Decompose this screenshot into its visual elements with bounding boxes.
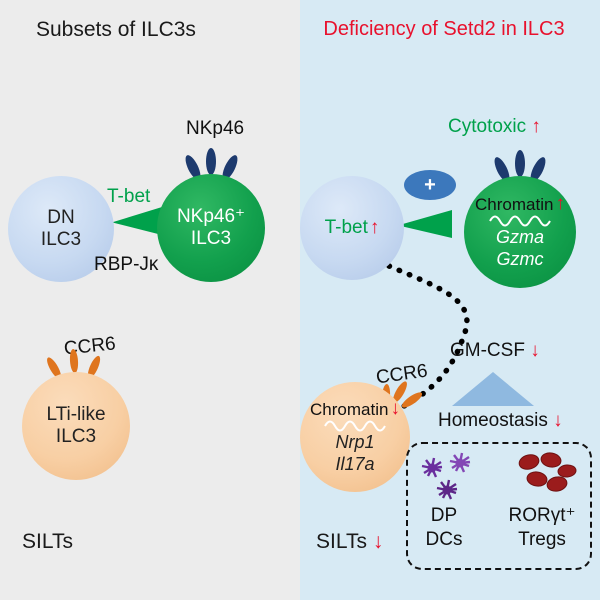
gmcsf-status: GM-CSF ↓: [450, 340, 540, 362]
dn-ilc3-label-line1: DN: [47, 207, 75, 229]
tbet-up-arrow-icon: ↑: [369, 217, 380, 239]
lti-like-ilc3-cell-setd2: Chromatin ↓ Nrp1 Il17a: [300, 382, 410, 492]
cytotoxic-label: Cytotoxic: [448, 116, 527, 137]
gmcsf-label: GM-CSF: [450, 340, 525, 361]
silts-label-right: SILTs: [316, 530, 367, 553]
tbet-label-left: T-bet: [107, 186, 151, 207]
dp-dcs-label-line1: DP: [430, 505, 458, 526]
nkp46-ilc3-label-line1: NKp46⁺: [176, 206, 246, 228]
cytotoxic-up-arrow-icon: ↑: [531, 116, 541, 137]
dp-dcs-label: DP DCs: [416, 504, 472, 552]
rorgt-tregs-label: RORγt⁺ Tregs: [496, 504, 588, 552]
chromatin-wave-icon: [324, 420, 386, 432]
gene-nrp1: Nrp1: [335, 432, 375, 453]
nkp46-ilc3-cell: NKp46⁺ ILC3: [157, 174, 265, 282]
lti-like-ilc3-cell: LTi-like ILC3: [22, 372, 130, 480]
rorgt-tregs-label-line1: RORγt⁺: [508, 505, 576, 526]
homeostasis-down-arrow-icon: ↓: [553, 410, 563, 431]
gene-il17a: Il17a: [335, 453, 375, 474]
nkp46-ilc3-cell-setd2: Chromatin ↑ Gzma Gzmc: [464, 176, 576, 288]
dn-ilc3-cell-setd2: T-bet ↑: [300, 176, 404, 280]
nkp46-ilc3-label-line2: ILC3: [190, 228, 232, 249]
rorgt-tregs-label-line2: Tregs: [518, 528, 566, 550]
chromatin-down-arrow-icon: ↓: [390, 398, 400, 420]
nkp46-receptor-icon: [206, 148, 216, 175]
cytotoxic-status: Cytotoxic ↑: [448, 116, 541, 138]
silts-status-right: SILTs ↓: [316, 530, 383, 554]
plus-interaction-icon: +: [404, 170, 456, 200]
lti-ilc3-label-line2: ILC3: [55, 426, 97, 447]
plus-sign: +: [424, 173, 436, 196]
rbpjk-label: RBP-Jκ: [94, 254, 159, 275]
silts-label-left: SILTs: [22, 530, 73, 553]
cell-population-box: [406, 442, 592, 570]
chromatin-wave-icon: [489, 215, 551, 227]
left-title: Subsets of ILC3s: [36, 18, 196, 41]
lti-ilc3-label-line1: LTi-like: [46, 404, 106, 426]
dn-ilc3-label-line2: ILC3: [40, 229, 82, 250]
homeostasis-status: Homeostasis ↓: [438, 410, 563, 432]
nkp46-receptor-icon: [515, 150, 525, 177]
gene-gzma: Gzma: [495, 227, 544, 248]
chromatin-label-lti: Chromatin: [310, 399, 389, 419]
chromatin-up-arrow-icon: ↑: [555, 193, 565, 215]
nkp46-receptor-label: NKp46: [186, 118, 245, 139]
chromatin-label-nk: Chromatin: [475, 194, 554, 214]
left-panel-background: [0, 0, 300, 600]
homeostasis-label: Homeostasis: [438, 410, 548, 431]
dp-dcs-label-line2: DCs: [425, 528, 463, 550]
tbet-label-right: T-bet: [324, 217, 368, 239]
gene-gzmc: Gzmc: [496, 248, 544, 269]
right-title: Deficiency of Setd2 in ILC3: [323, 18, 565, 40]
dn-ilc3-cell: DN ILC3: [8, 176, 114, 282]
silts-down-arrow-icon: ↓: [372, 530, 384, 553]
gmcsf-down-arrow-icon: ↓: [530, 340, 540, 361]
